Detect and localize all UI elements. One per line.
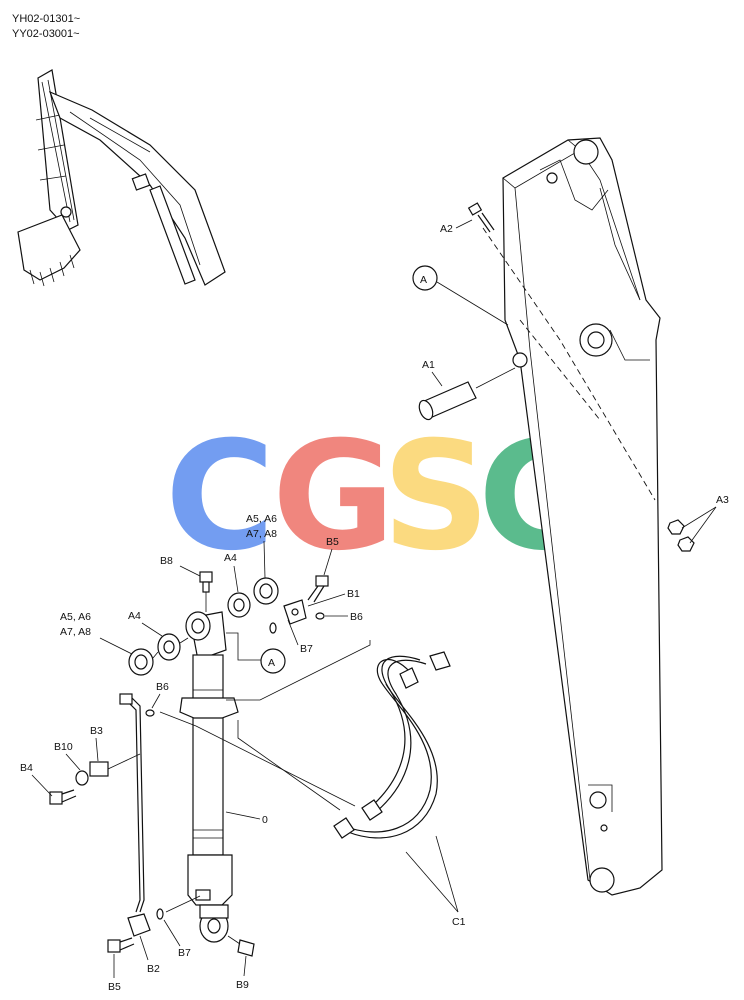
boom-cylinder xyxy=(179,611,239,943)
plate-b1 xyxy=(283,599,307,625)
label-b6-right: B6 xyxy=(350,611,363,623)
watermark-letter-s: S xyxy=(382,410,490,584)
label-b2: B2 xyxy=(147,963,160,975)
bolt-a2 xyxy=(467,202,495,233)
label-b7-lower: B7 xyxy=(178,947,191,959)
washer-a4-lower xyxy=(157,633,181,661)
label-b9: B9 xyxy=(236,979,249,991)
callout-a-lower xyxy=(260,648,286,674)
washer-a5-a8-upper xyxy=(253,577,279,605)
label-a-lower: A xyxy=(268,657,275,669)
o-ring-b7-lower xyxy=(156,908,164,920)
label-a5a6-upper: A5, A6 xyxy=(246,513,277,525)
label-b5-top: B5 xyxy=(326,536,339,548)
boom-structure xyxy=(482,137,663,896)
label-b4: B4 xyxy=(20,762,33,774)
washer-b10 xyxy=(75,770,89,786)
serial-range-2: YY02-03001~ xyxy=(12,28,80,40)
label-b5-bottom: B5 xyxy=(108,981,121,993)
label-a3: A3 xyxy=(716,494,729,506)
nut-a3 xyxy=(667,519,695,552)
clamp-b3 xyxy=(89,753,141,777)
label-b3: B3 xyxy=(90,725,103,737)
block-b2 xyxy=(127,913,151,937)
bolt-b4 xyxy=(49,789,77,805)
watermark-letter-c1: C xyxy=(165,410,275,584)
excavator-overview-illustration xyxy=(17,69,226,287)
hose-assembly-c1 xyxy=(333,651,451,839)
callout-a-top xyxy=(412,265,438,291)
label-c1: C1 xyxy=(452,916,466,928)
o-ring-b6-left xyxy=(145,709,155,717)
label-b6-left: B6 xyxy=(156,681,169,693)
washer-a4-upper xyxy=(227,592,251,618)
label-a5a6-lower: A5, A6 xyxy=(60,611,91,623)
serial-range-1: YH02-01301~ xyxy=(12,13,80,25)
washer-a5-a8-lower xyxy=(128,648,154,676)
label-zero: 0 xyxy=(262,814,268,826)
o-ring-b7-upper xyxy=(269,622,277,634)
label-b7-upper: B7 xyxy=(300,643,313,655)
label-b10: B10 xyxy=(54,741,73,753)
grease-fitting-b8 xyxy=(199,571,213,593)
label-a-top: A xyxy=(420,274,427,286)
grease-fitting-b9 xyxy=(227,935,255,957)
label-a1: A1 xyxy=(422,359,435,371)
label-b8: B8 xyxy=(160,555,173,567)
label-a4-upper: A4 xyxy=(224,552,237,564)
label-b1: B1 xyxy=(347,588,360,600)
label-a4-lower: A4 xyxy=(128,610,141,622)
bolt-b5-top xyxy=(307,575,329,603)
bolt-b5-bottom xyxy=(107,937,135,953)
pin-a1 xyxy=(418,367,516,421)
label-a7a8-lower: A7, A8 xyxy=(60,626,91,638)
watermark-letter-g: G xyxy=(272,410,395,584)
label-a7a8-upper: A7, A8 xyxy=(246,528,277,540)
label-a2: A2 xyxy=(440,223,453,235)
o-ring-b6-upper xyxy=(315,612,325,620)
grease-pipe xyxy=(119,693,145,913)
